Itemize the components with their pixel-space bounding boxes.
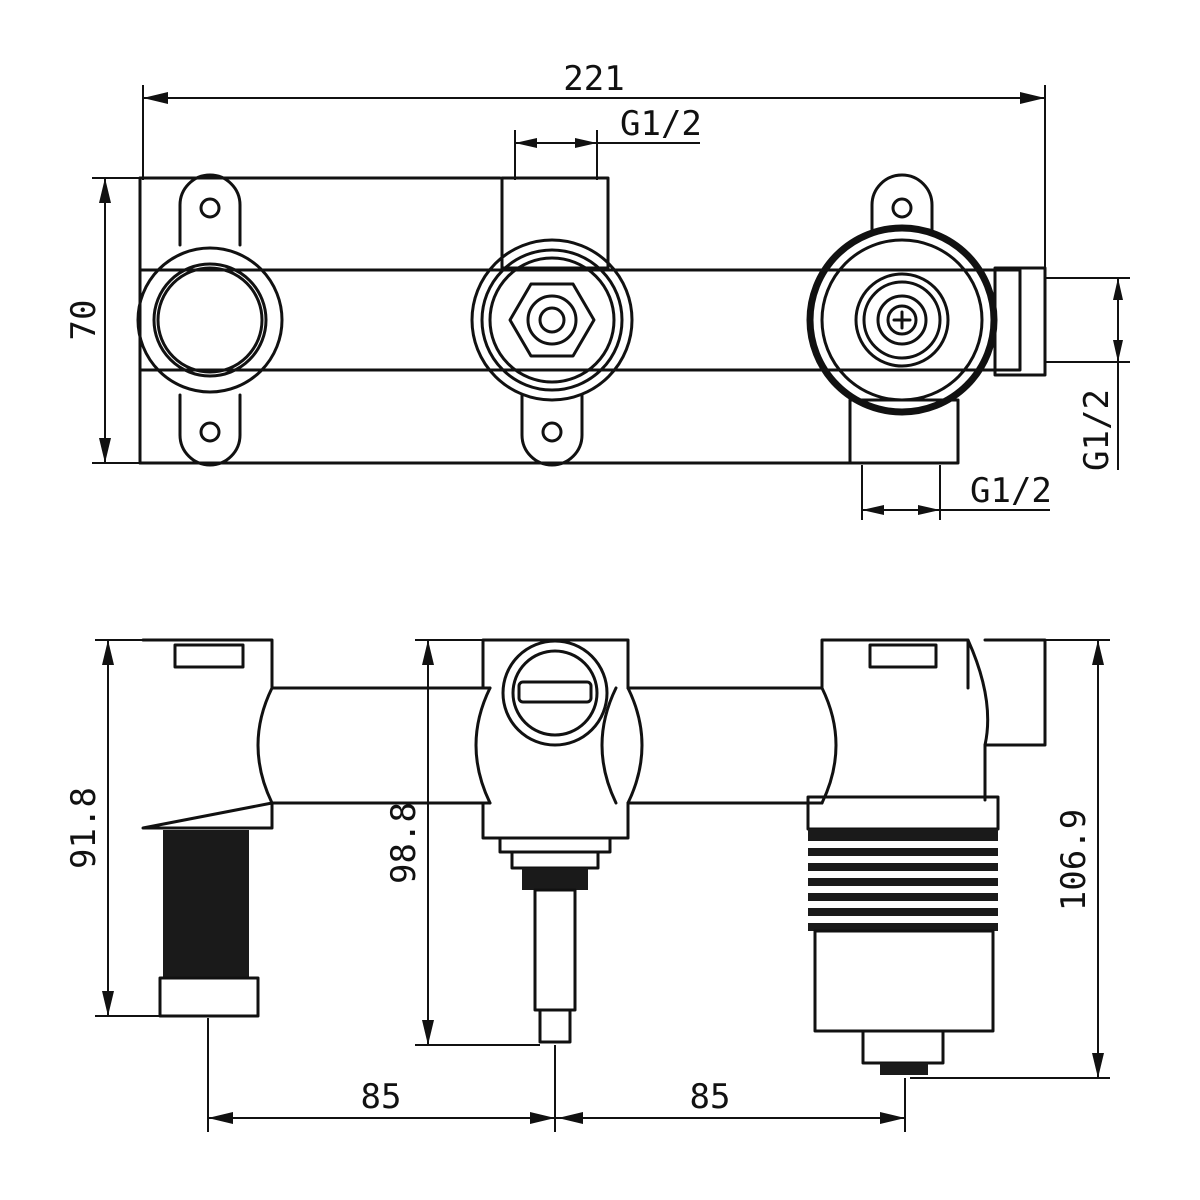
top-dimensions: 221 G1/2 70 G1/2 G1/2 [64,59,1130,520]
left-port-inner [152,262,268,378]
dim-top-port: G1/2 [620,104,702,144]
center-outlet-ring [501,639,609,747]
front-dimensions: 91.8 98.8 106.9 85 85 [64,639,1110,1132]
center-outlet-slot [517,680,593,704]
front-view [141,638,1047,1075]
dim-bottom-port: G1/2 [970,471,1052,511]
dim-left-depth: 91.8 [64,787,104,869]
center-thread [522,868,588,890]
center-spindle [533,888,577,1012]
bottom-port-boss [848,398,960,465]
dim-spacing-left: 85 [361,1077,402,1117]
right-cartridge-stem [861,1029,945,1065]
left-threaded-pipe [163,830,249,978]
left-housing [141,638,274,830]
center-housing [481,638,630,840]
right-cap-slot [868,643,938,669]
left-mounting-ear [178,173,242,467]
center-hex-nut [508,282,596,358]
left-port-outer [136,246,284,394]
side-port-boss [993,266,1047,377]
top-view [136,173,1047,467]
center-spindle-tip [538,1008,572,1044]
right-cartridge-body [813,929,995,1033]
dim-spacing-right: 85 [690,1077,731,1117]
left-ear-hole-top [199,197,221,219]
left-ear-hole-bottom [199,421,221,443]
center-nut [498,836,612,854]
right-mounting-ear [870,173,934,237]
center-mounting-ear [520,393,584,467]
dim-center-depth: 98.8 [384,802,424,884]
dim-top-height: 70 [64,300,104,341]
left-pipe-nut [158,976,260,1018]
left-cap-slot [173,643,245,669]
right-cartridge-band [806,795,1000,831]
top-body-bar [138,268,1022,372]
right-housing [820,638,1047,747]
top-port-boss [500,176,610,270]
right-ear-hole [891,197,913,219]
dim-overall-width: 221 [563,59,624,99]
right-cartridge-ribs [808,829,998,931]
center-port-outer [470,238,634,402]
center-ear-hole [541,421,563,443]
dim-side-port: G1/2 [1077,389,1117,471]
dim-right-depth: 106.9 [1054,809,1094,911]
